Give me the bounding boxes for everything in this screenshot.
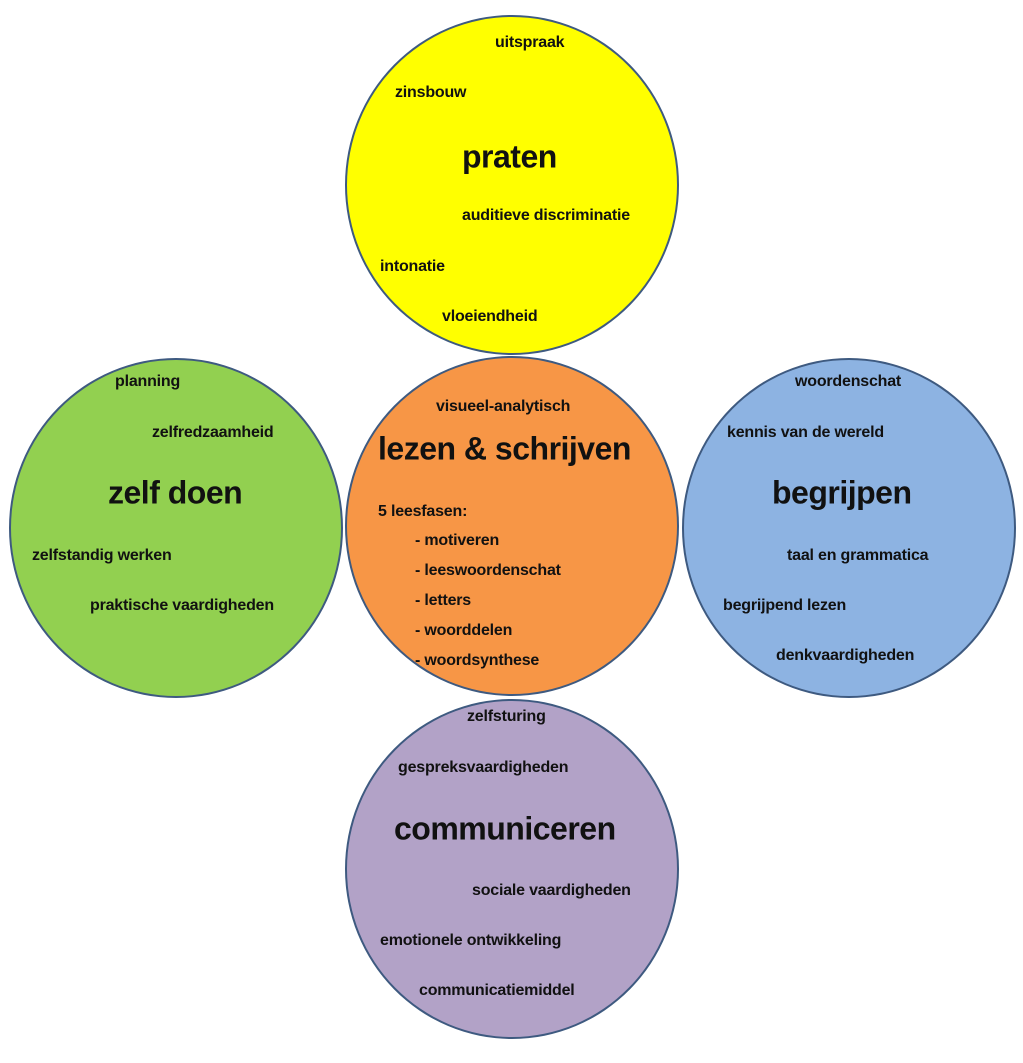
- label-intonatie: intonatie: [380, 258, 445, 275]
- label-taal-en-grammatica: taal en grammatica: [787, 547, 929, 564]
- label-begrijpend-lezen: begrijpend lezen: [723, 597, 847, 614]
- label-zelfstandig-werken: zelfstandig werken: [32, 547, 172, 564]
- circle-lezen-schrijven: [345, 356, 679, 696]
- phase-item: - motiveren: [415, 532, 500, 549]
- circle-communiceren: [345, 699, 679, 1039]
- label-zinsbouw: zinsbouw: [395, 84, 467, 101]
- label-uitspraak: uitspraak: [495, 34, 565, 51]
- label-sociale-vaardigheden: sociale vaardigheden: [472, 882, 631, 899]
- label-planning: planning: [115, 373, 181, 390]
- title-lezen-schrijven: lezen & schrijven: [378, 430, 631, 467]
- circle-zelf-doen: [9, 358, 343, 698]
- title-begrijpen: begrijpen: [772, 474, 912, 511]
- label-kennis-van-de-wereld: kennis van de wereld: [727, 424, 884, 441]
- phase-item: - leeswoordenschat: [415, 562, 561, 579]
- label-emotionele-ontwikkeling: emotionele ontwikkeling: [380, 932, 562, 949]
- circle-praten: [345, 15, 679, 355]
- label-zelfredzaamheid: zelfredzaamheid: [152, 424, 274, 441]
- phase-item: - woordsynthese: [415, 652, 540, 669]
- label-auditieve-discriminatie: auditieve discriminatie: [462, 207, 630, 224]
- label-woordenschat: woordenschat: [795, 373, 902, 390]
- label-denkvaardigheden: denkvaardigheden: [776, 647, 915, 664]
- label-vloeiendheid: vloeiendheid: [442, 308, 538, 325]
- title-zelf-doen: zelf doen: [108, 474, 243, 511]
- phase-item: - letters: [415, 592, 471, 609]
- circle-begrijpen: [682, 358, 1016, 698]
- label-visueel-analytisch: visueel-analytisch: [436, 398, 571, 415]
- phase-item: - woorddelen: [415, 622, 513, 639]
- label-praktische-vaardigheden: praktische vaardigheden: [90, 597, 274, 614]
- title-communiceren: communiceren: [394, 810, 616, 847]
- label-gespreksvaardigheden: gespreksvaardigheden: [398, 759, 569, 776]
- label-zelfsturing: zelfsturing: [467, 708, 546, 725]
- label-leesfasen: 5 leesfasen:: [378, 503, 468, 520]
- label-communicatiemiddel: communicatiemiddel: [419, 982, 575, 999]
- title-praten: praten: [462, 138, 557, 175]
